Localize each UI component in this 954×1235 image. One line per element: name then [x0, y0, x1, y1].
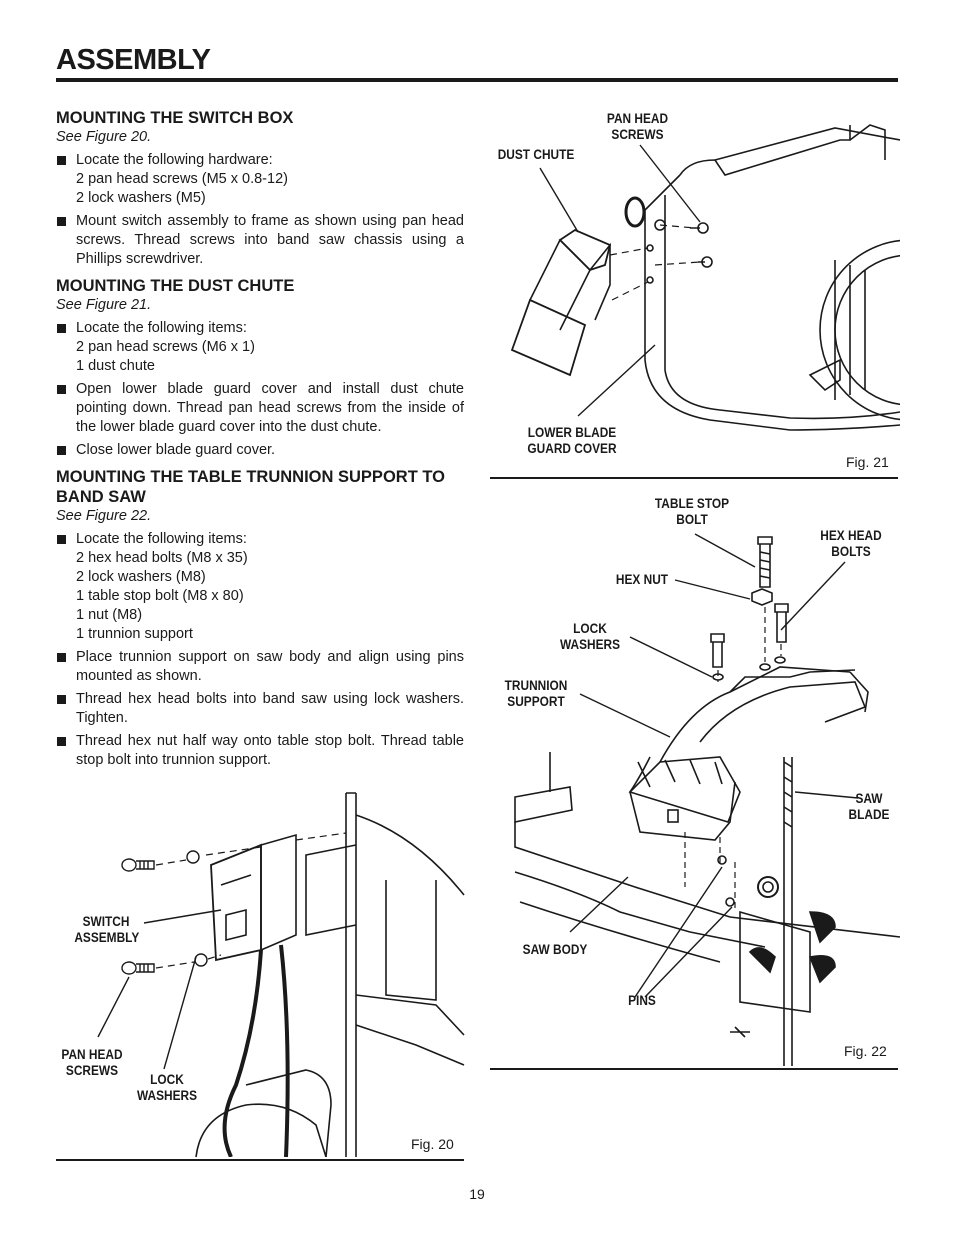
figure-20: SWITCH ASSEMBLY PAN HEAD SCREWS LOCK WAS…: [56, 785, 466, 1157]
hardware-item: 1 table stop bolt (M8 x 80): [76, 588, 244, 604]
figure-22-rule: [490, 1068, 898, 1070]
figure-21: PAN HEAD SCREWS DUST CHUTE LOWER BLADE G…: [490, 100, 900, 476]
figure-22-caption: Fig. 22: [844, 1043, 887, 1059]
list-item: Close lower blade guard cover.: [56, 441, 464, 460]
label-pins: PINS: [628, 993, 656, 1008]
list-item: Locate the following hardware: 2 pan hea…: [56, 151, 464, 208]
figure-20-rule: [56, 1159, 464, 1161]
heading-switch-box: MOUNTING THE SWITCH BOX: [56, 109, 294, 127]
figure-22: TABLE STOP BOLT HEX HEAD BOLTS HEX NUT L…: [490, 492, 900, 1066]
figure-20-drawing: [97, 792, 465, 1157]
page-number: 19: [469, 1186, 485, 1202]
heading-trunnion: MOUNTING THE TABLE TRUNNION SUPPORT TO B…: [56, 468, 445, 506]
list-item: Thread hex head bolts into band saw usin…: [56, 690, 464, 728]
hardware-item: 2 pan head screws (M6 x 1): [76, 339, 255, 355]
label-trunnion-support: TRUNNION SUPPORT: [504, 678, 568, 709]
see-figure-20: See Figure 20.: [56, 129, 152, 145]
hardware-item: 1 trunnion support: [76, 626, 193, 642]
step-text: Locate the following hardware:: [76, 152, 273, 168]
switch-box-steps: Locate the following hardware: 2 pan hea…: [56, 151, 464, 269]
hardware-item: 2 pan head screws (M5 x 0.8-12): [76, 171, 288, 187]
label-lock-washers: LOCK WASHERS: [136, 1072, 198, 1103]
see-figure-22: See Figure 22.: [56, 508, 152, 524]
step-text: Locate the following items:: [76, 320, 247, 336]
step-text: Locate the following items:: [76, 531, 247, 547]
heading-dust-chute: MOUNTING THE DUST CHUTE: [56, 277, 295, 295]
page-title: ASSEMBLY: [56, 44, 211, 76]
section-trunnion: MOUNTING THE TABLE TRUNNION SUPPORT TO B…: [56, 467, 464, 770]
hardware-item: 2 lock washers (M8): [76, 569, 206, 585]
section-switch-box: MOUNTING THE SWITCH BOX See Figure 20. L…: [56, 108, 464, 269]
label-switch-assembly: SWITCH ASSEMBLY: [74, 914, 140, 945]
list-item: Locate the following items: 2 hex head b…: [56, 530, 464, 644]
list-item: Mount switch assembly to frame as shown …: [56, 212, 464, 269]
label-pan-head-screws: PAN HEAD SCREWS: [606, 111, 669, 142]
section-dust-chute: MOUNTING THE DUST CHUTE See Figure 21. L…: [56, 276, 464, 460]
label-lock-washers: LOCK WASHERS: [559, 621, 621, 652]
hardware-item: 2 hex head bolts (M8 x 35): [76, 550, 248, 566]
title-rule: [56, 78, 898, 82]
label-pan-head-screws: PAN HEAD SCREWS: [61, 1047, 123, 1078]
label-saw-body: SAW BODY: [522, 942, 588, 957]
label-lower-blade-guard-cover: LOWER BLADE GUARD COVER: [527, 425, 617, 456]
figure-21-drawing: [510, 124, 900, 431]
figure-20-caption: Fig. 20: [411, 1136, 454, 1152]
figure-21-rule: [490, 477, 898, 479]
list-item: Thread hex nut half way onto table stop …: [56, 732, 464, 770]
hardware-item: 1 dust chute: [76, 358, 155, 374]
trunnion-steps: Locate the following items: 2 hex head b…: [56, 530, 464, 770]
see-figure-21: See Figure 21.: [56, 297, 152, 313]
label-dust-chute: DUST CHUTE: [497, 147, 575, 162]
label-hex-nut: HEX NUT: [615, 572, 669, 587]
hardware-item: 1 nut (M8): [76, 607, 143, 623]
list-item: Place trunnion support on saw body and a…: [56, 648, 464, 686]
instructions-column: MOUNTING THE SWITCH BOX See Figure 20. L…: [56, 108, 464, 777]
figure-22-drawing: [514, 533, 900, 1066]
label-table-stop-bolt: TABLE STOP BOLT: [654, 496, 730, 527]
label-hex-head-bolts: HEX HEAD BOLTS: [820, 528, 882, 559]
dust-chute-steps: Locate the following items: 2 pan head s…: [56, 319, 464, 460]
hardware-item: 2 lock washers (M5): [76, 190, 206, 206]
figure-21-caption: Fig. 21: [846, 454, 889, 470]
list-item: Locate the following items: 2 pan head s…: [56, 319, 464, 376]
list-item: Open lower blade guard cover and install…: [56, 380, 464, 437]
label-saw-blade: SAW BLADE: [848, 791, 890, 822]
